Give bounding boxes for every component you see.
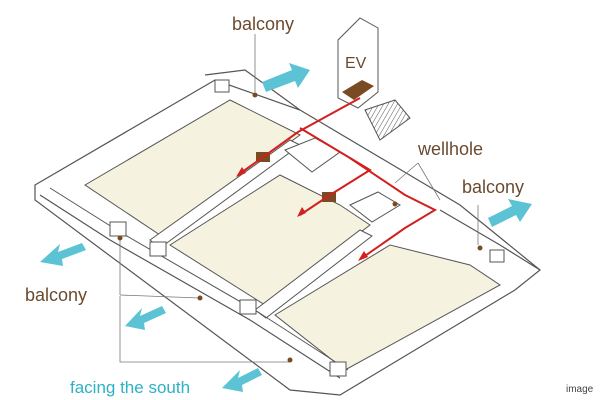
unit-floor-1 — [84, 99, 301, 236]
corridor-arrowhead — [236, 167, 246, 177]
leader-lines — [119, 34, 479, 363]
column-block — [214, 79, 230, 93]
label-balcony-right: balcony — [462, 177, 525, 197]
label-image-corner: image — [566, 384, 594, 395]
column-block — [109, 221, 127, 237]
label-balcony-top: balcony — [232, 14, 295, 34]
corridor-route-2 — [299, 127, 438, 259]
column-block — [149, 241, 167, 257]
wellhole-box-2 — [349, 191, 401, 223]
unit-floor-2 — [169, 174, 371, 306]
label-facing-south: facing the south — [70, 378, 191, 397]
elevator-door — [342, 80, 374, 100]
north-balcony-rail — [204, 69, 301, 111]
column-block — [329, 361, 347, 377]
marker-dots — [117, 92, 483, 363]
column-block — [489, 249, 505, 263]
arrow-icon — [40, 63, 532, 392]
label-balcony-left: balcony — [25, 285, 88, 305]
east-balcony-rail — [439, 209, 541, 271]
label-wellhole: wellhole — [418, 139, 484, 159]
staircase — [364, 99, 411, 141]
corridor-arrowhead — [358, 251, 368, 261]
corridor-arrowhead — [297, 207, 306, 217]
south-balcony-rail-inner — [49, 187, 349, 371]
label-ev: EV — [345, 55, 367, 72]
column-block — [239, 299, 257, 315]
corridor-route-3 — [299, 157, 372, 216]
unit-door-2 — [322, 192, 336, 202]
south-balcony-rail — [39, 194, 341, 379]
